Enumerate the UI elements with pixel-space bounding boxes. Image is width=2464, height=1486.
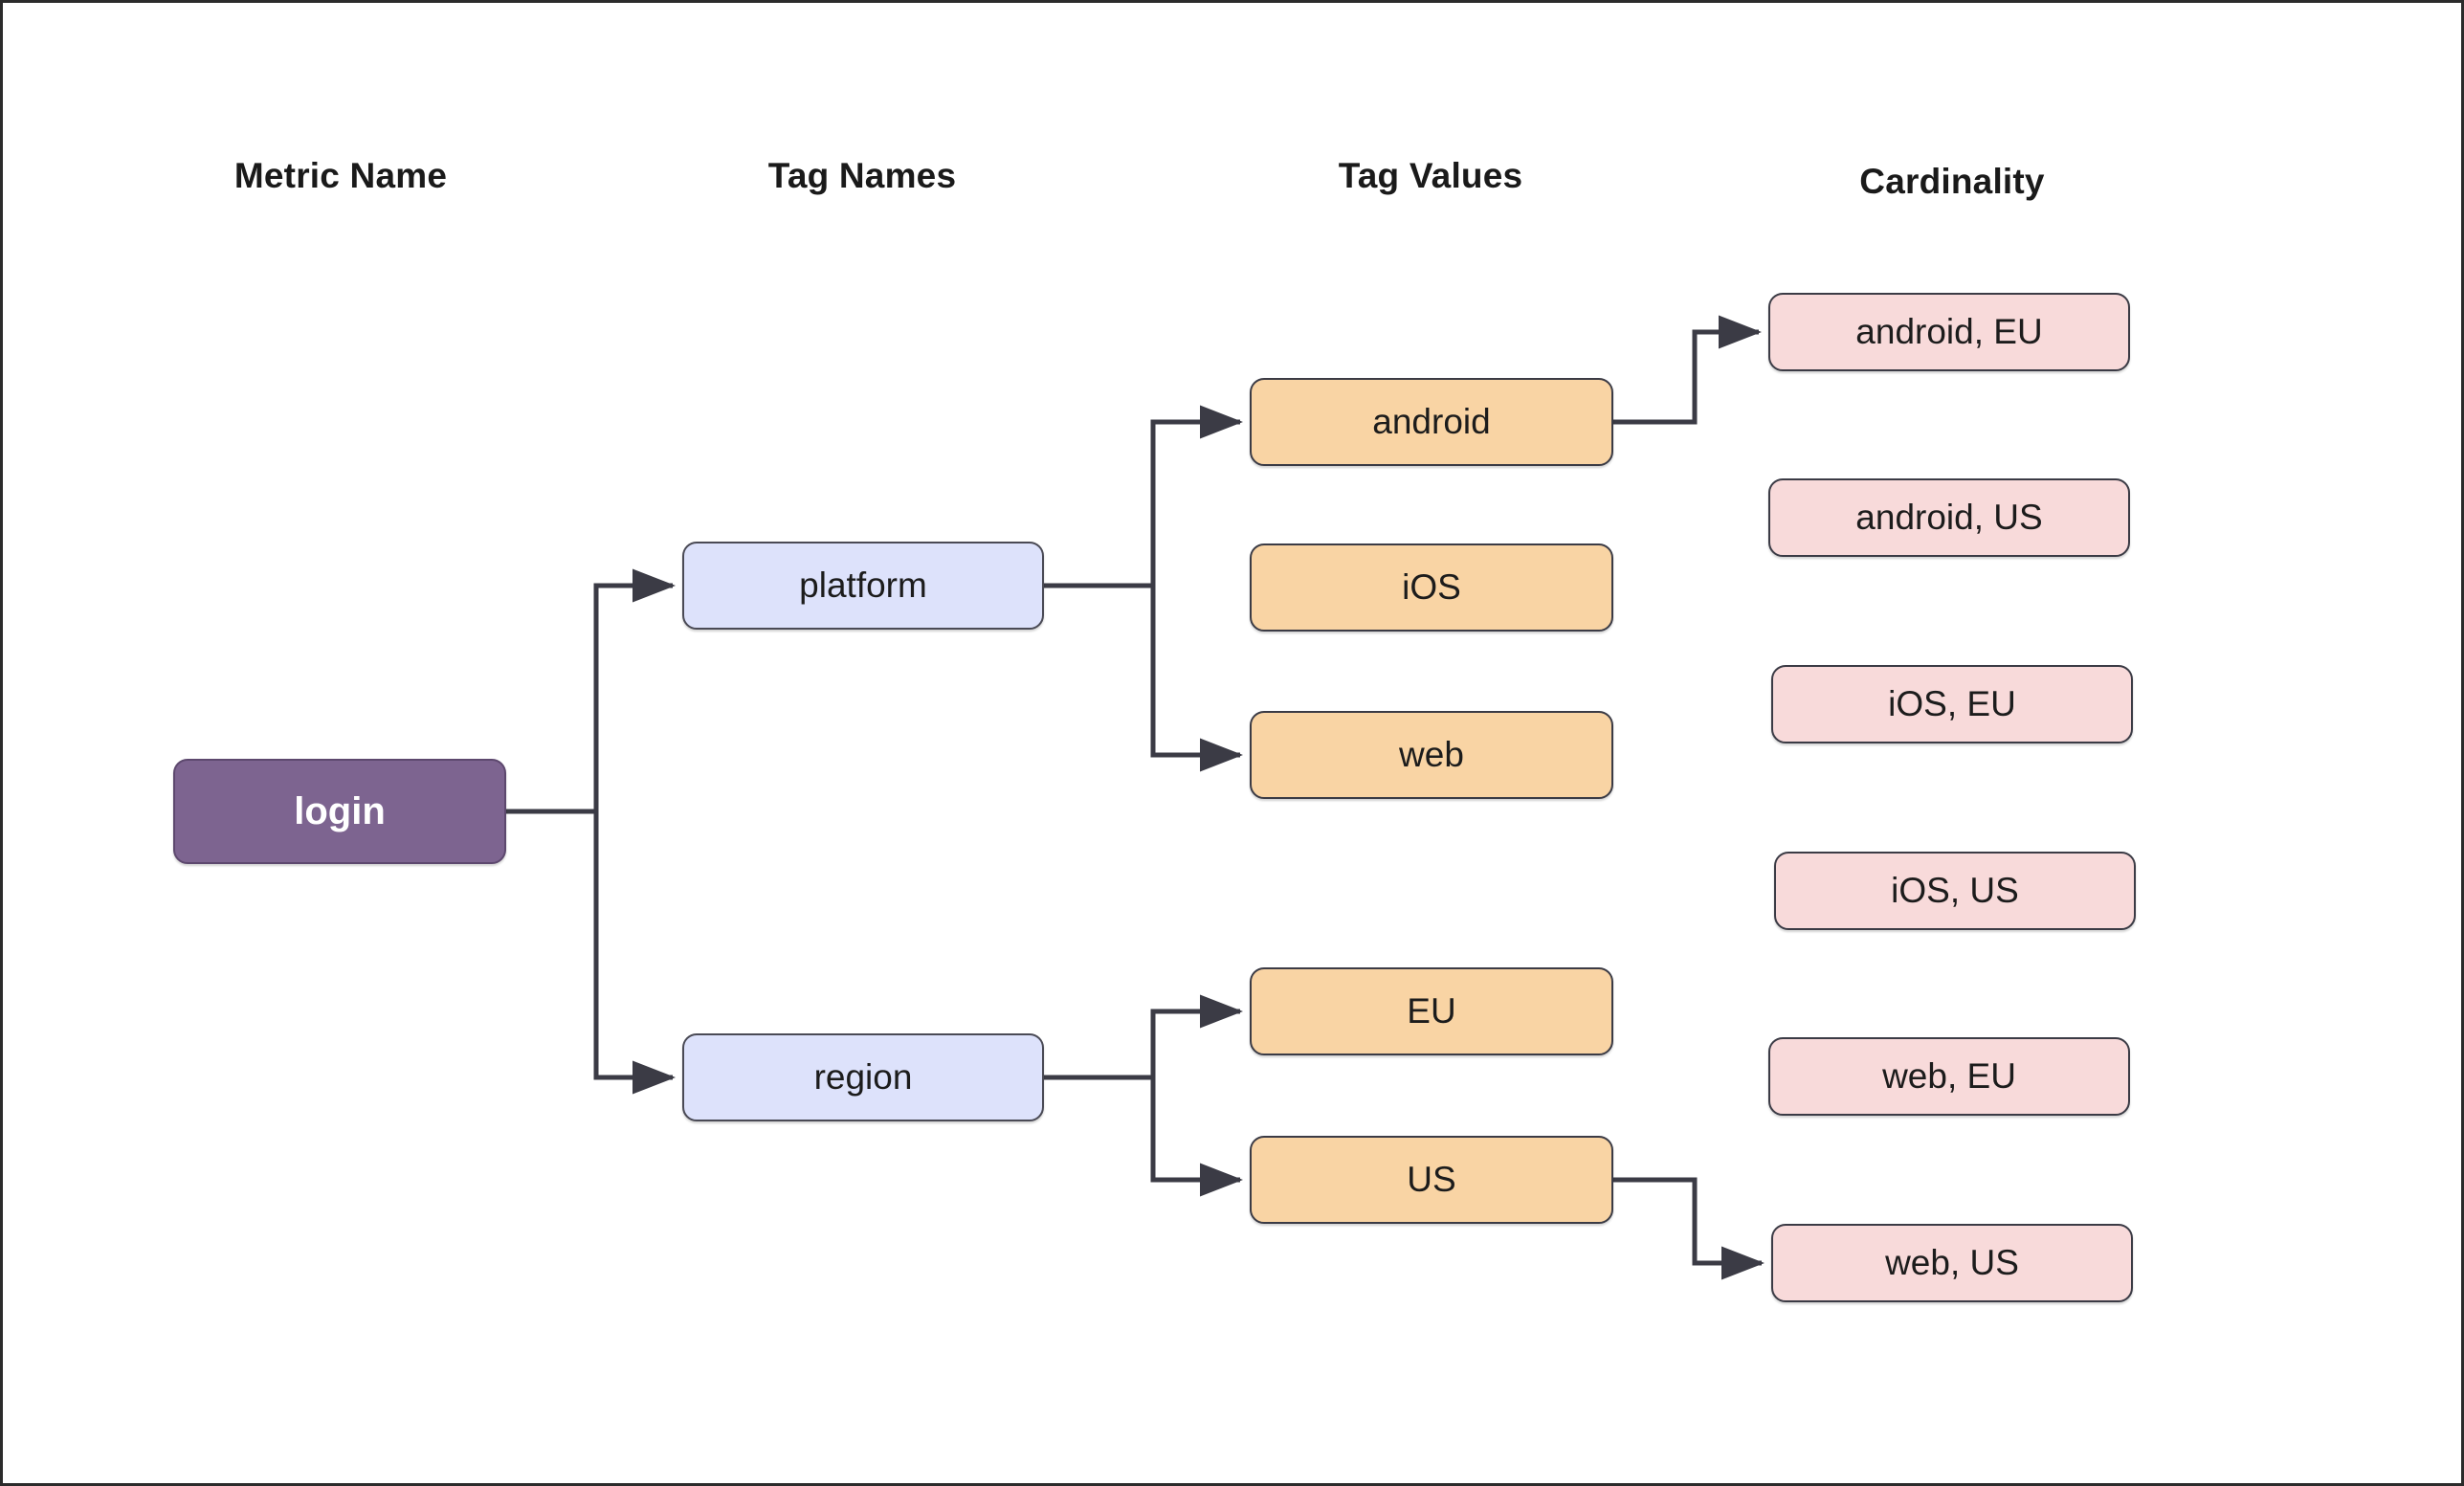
node-cardinality-android-eu[interactable]: android, EU — [1768, 293, 2130, 371]
edge-region-to-us — [1150, 1077, 1244, 1197]
edge-android-to-android-eu — [1613, 315, 1763, 425]
edge-region-to-eu — [1150, 994, 1244, 1077]
node-cardinality-ios-us[interactable]: iOS, US — [1774, 852, 2136, 930]
node-tag-name-platform[interactable]: platform — [682, 542, 1044, 630]
edge-platform-to-web — [1150, 586, 1244, 772]
node-cardinality-ios-eu[interactable]: iOS, EU — [1771, 665, 2133, 743]
node-cardinality-android-us[interactable]: android, US — [1768, 478, 2130, 557]
column-header-tag-values: Tag Values — [1338, 156, 1523, 195]
node-cardinality-web-eu[interactable]: web, EU — [1768, 1037, 2130, 1116]
node-tag-value-web[interactable]: web — [1250, 711, 1613, 799]
column-header-cardinality: Cardinality — [1859, 162, 2045, 201]
node-tag-value-us[interactable]: US — [1250, 1136, 1613, 1224]
edge-us-to-web-us — [1613, 1177, 1765, 1280]
column-header-tag-names: Tag Names — [767, 156, 957, 195]
node-tag-name-region[interactable]: region — [682, 1033, 1044, 1121]
node-tag-value-ios[interactable]: iOS — [1250, 543, 1613, 632]
edge-login-to-region — [593, 811, 677, 1095]
node-tag-value-eu[interactable]: EU — [1250, 967, 1613, 1055]
edge-platform-to-android — [1150, 405, 1244, 586]
edge-login-to-platform — [593, 568, 677, 811]
node-metric-login[interactable]: login — [173, 759, 506, 864]
node-tag-value-android[interactable]: android — [1250, 378, 1613, 466]
column-header-metric-name: Metric Name — [233, 156, 448, 195]
node-cardinality-web-us[interactable]: web, US — [1771, 1224, 2133, 1302]
